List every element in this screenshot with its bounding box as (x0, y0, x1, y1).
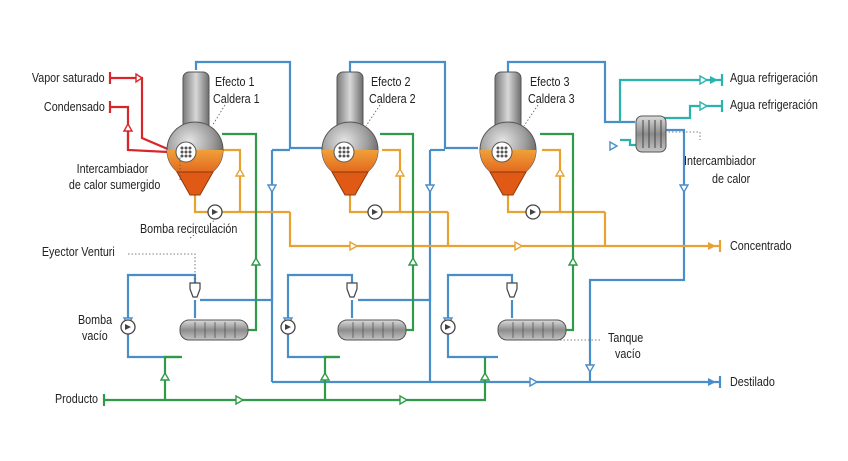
vacuum-tank-1 (179, 319, 249, 341)
arrow-orange-5 (554, 167, 566, 177)
vacuum-loop-3 (446, 273, 514, 359)
label-caldera-3: Caldera 3 (528, 92, 575, 106)
cooling-lines (618, 78, 722, 147)
label-bomba-vacio-1: Bomba (78, 313, 113, 327)
label-agua-refrigeracion-1: Agua refrigeración (730, 71, 818, 85)
label-efecto-3: Efecto 3 (530, 75, 570, 89)
vent-line-1 (200, 280, 274, 302)
tube-dots-2 (338, 146, 350, 158)
label-tanque-vacio-1: Tanque (608, 331, 644, 345)
label-caldera-2: Caldera 2 (369, 92, 416, 106)
product-branch-2 (323, 355, 340, 400)
arrow-red-2 (122, 122, 134, 132)
label-intercambiador-calor-2: de calor (712, 172, 751, 186)
cone-1 (176, 171, 214, 196)
label-producto: Producto (54, 392, 98, 406)
arrow-orange-2 (514, 240, 524, 252)
label-eyector-venturi: Eyector Venturi (42, 245, 115, 259)
arrowhead-destilado (708, 378, 716, 386)
label-bomba-recirculacion: Bomba recirculación (140, 222, 238, 236)
vacuum-units (120, 282, 567, 341)
ejector-icon-2 (346, 282, 358, 298)
label-concentrado: Concentrado (730, 239, 792, 253)
tube-dots-3 (496, 146, 508, 158)
evaporator-3 (479, 71, 537, 196)
arrow-green-4 (235, 394, 245, 406)
product-branch-1 (163, 355, 182, 400)
cooling-out-line (618, 78, 722, 122)
arrow-orange-3 (234, 167, 246, 177)
cone-2 (331, 171, 369, 196)
concentrate-header (288, 212, 720, 248)
arrow-green-7 (319, 371, 331, 381)
line-terminators (102, 72, 724, 406)
arrowhead-agua-1 (710, 76, 718, 84)
label-efecto-1: Efecto 1 (215, 75, 255, 89)
ejector-icon-3 (506, 282, 518, 298)
vacuum-loop-2 (286, 273, 354, 359)
label-bomba-vacio-2: vacío (82, 329, 108, 343)
vacuum-loop-1 (126, 273, 197, 359)
flow-arrows (122, 72, 709, 406)
arrow-orange-4 (394, 167, 406, 177)
label-vapor-saturado: Vapor saturado (32, 71, 105, 85)
arrow-green-8 (479, 371, 491, 381)
label-caldera-1: Caldera 1 (213, 92, 260, 106)
leader-lines (128, 104, 701, 341)
arrow-blue-6 (529, 376, 539, 388)
arrow-blue-4 (584, 364, 596, 374)
cone-3 (489, 171, 527, 196)
arrow-green-3 (567, 256, 579, 266)
vent-line-2 (358, 280, 432, 302)
evaporator-2 (321, 71, 379, 196)
vapor-line-2-to-3 (348, 60, 478, 150)
arrow-red-1 (135, 72, 144, 84)
label-efecto-2: Efecto 2 (371, 75, 411, 89)
arrow-green-2 (407, 256, 419, 266)
vapor-line-1-to-2 (194, 60, 322, 150)
arrow-blue-2 (424, 184, 436, 194)
product-hx-out-2 (380, 132, 415, 332)
product-feed-line (104, 357, 487, 402)
arrow-green-5 (399, 394, 409, 406)
ejector-icon-1 (189, 282, 201, 298)
arrow-blue-5 (609, 140, 619, 152)
steam-lines (110, 76, 171, 154)
arrow-blue-3 (678, 184, 690, 194)
label-destilado: Destilado (730, 375, 775, 389)
product-hx-out-1 (222, 132, 258, 332)
heat-exchanger-top (635, 115, 667, 153)
tube-dots-1 (180, 146, 192, 158)
arrow-blue-1 (266, 184, 278, 194)
label-intercambiador-calor-1: Intercambiador (684, 154, 756, 168)
label-intercambiador-sumergido-1: Intercambiador (76, 162, 148, 176)
arrow-teal-2 (699, 100, 709, 112)
evaporator-1 (166, 71, 224, 196)
label-intercambiador-sumergido-2: de calor sumergido (68, 178, 160, 192)
product-hx-out-3 (540, 132, 575, 332)
arrow-orange-1 (349, 240, 359, 252)
arrow-green-6 (159, 371, 171, 381)
product-lines (104, 132, 575, 402)
arrowhead-concentrado (708, 242, 716, 250)
arrow-teal-1 (699, 74, 709, 86)
label-condensado: Condensado (44, 100, 105, 114)
vacuum-tank-3 (497, 319, 567, 341)
cooling-loop (620, 138, 640, 147)
recirc-pumps (207, 204, 541, 220)
concentrate-lines (193, 148, 720, 248)
label-tanque-vacio-2: vacío (615, 347, 641, 361)
vacuum-tank-2 (337, 319, 407, 341)
vapor-line-3-to-hx (506, 60, 635, 124)
arrow-green-1 (250, 256, 262, 266)
label-agua-refrigeracion-2: Agua refrigeración (730, 98, 818, 112)
hx-condensate-line (588, 128, 686, 382)
steam-supply-line (110, 76, 171, 152)
